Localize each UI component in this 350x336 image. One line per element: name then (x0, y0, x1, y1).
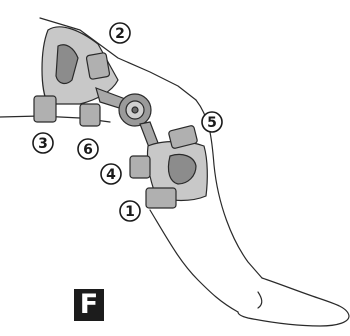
callout-1: 1 (120, 201, 140, 221)
callout-6-number: 6 (83, 142, 93, 158)
callout-4: 4 (101, 164, 121, 184)
callout-5: 5 (202, 112, 222, 132)
callout-3: 3 (33, 133, 53, 153)
strap-2 (86, 52, 110, 79)
hinge-center (132, 107, 138, 113)
strap-3 (34, 96, 56, 122)
callout-6: 6 (78, 139, 98, 159)
callout-5-number: 5 (207, 115, 217, 131)
strap-4 (130, 156, 150, 178)
ankle-bone (258, 292, 262, 308)
panel-letter: F (74, 289, 104, 321)
foot-outline (238, 278, 349, 326)
callout-1-number: 1 (125, 204, 135, 220)
knee-hinge (119, 94, 151, 126)
callout-2-number: 2 (115, 26, 125, 42)
callout-3-number: 3 (38, 136, 48, 152)
calf-back-line (150, 210, 238, 312)
strap-1 (146, 188, 176, 208)
callout-4-number: 4 (106, 167, 116, 183)
strap-6 (80, 104, 100, 126)
callout-2: 2 (110, 23, 130, 43)
